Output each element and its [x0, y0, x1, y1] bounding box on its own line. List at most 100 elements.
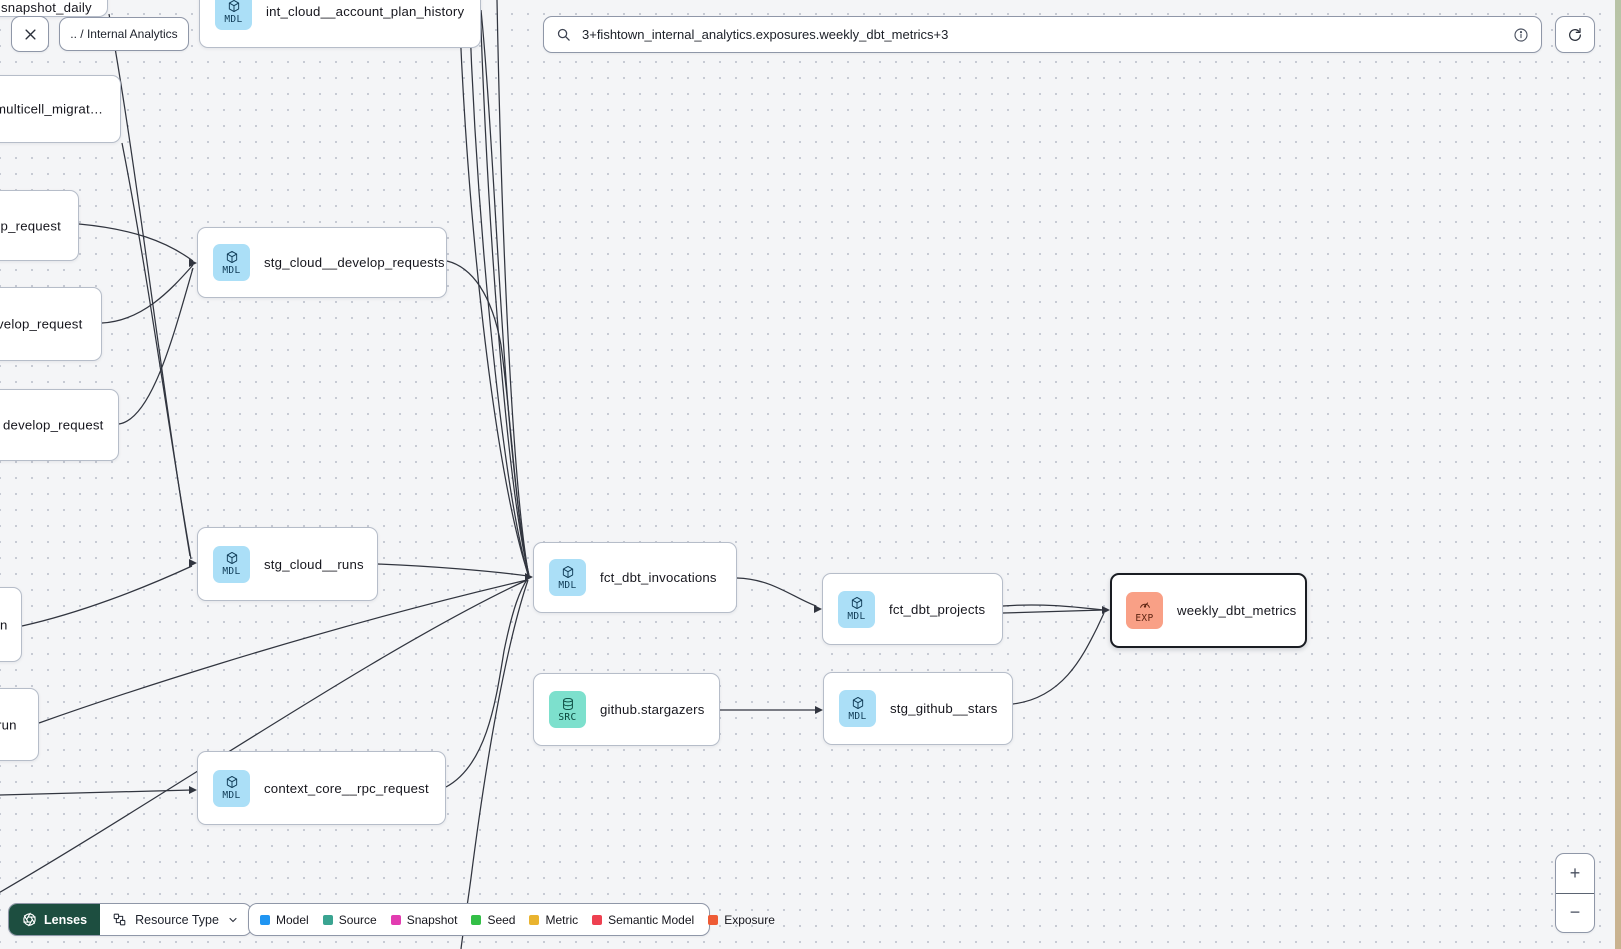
badge-label: SRC [558, 711, 577, 723]
lenses-toolbar: Lenses Resource Type [8, 903, 252, 936]
node-github.stargazers[interactable]: SRC github.stargazers [533, 673, 720, 746]
node-label: int_cloud__account_plan_history [266, 4, 465, 19]
model-badge: MDL [213, 545, 250, 583]
legend-item-seed: Seed [471, 913, 515, 927]
edge [0, 579, 528, 893]
legend-swatch [708, 914, 719, 925]
search-icon [556, 27, 571, 42]
node-op_request[interactable]: op_request [0, 190, 79, 261]
legend-item-exposure: Exposure [708, 913, 775, 927]
cube-icon [561, 565, 575, 579]
edge [377, 563, 529, 577]
node-label: weekly_dbt_metrics [1177, 603, 1297, 618]
chevron-down-icon [227, 914, 239, 926]
model-badge: MDL [213, 769, 250, 807]
cube-icon [227, 0, 241, 13]
node-label: n [0, 617, 8, 632]
node-snapshot_daily[interactable]: snapshot_daily [0, 0, 108, 17]
breadcrumb-label: .. / Internal Analytics [70, 27, 178, 41]
node-label: develop_request [3, 417, 104, 433]
node-n_node[interactable]: n [0, 587, 22, 662]
lenses-button[interactable]: Lenses [9, 904, 101, 935]
node-label: op_request [0, 218, 61, 233]
legend-item-model: Model [260, 913, 309, 927]
refresh-button[interactable] [1555, 16, 1595, 53]
badge-label: MDL [224, 13, 243, 25]
node-fct_dbt_projects[interactable]: MDL fct_dbt_projects [822, 573, 1003, 645]
zoom-in-button[interactable]: + [1569, 862, 1581, 883]
node-run_node[interactable]: run [0, 688, 39, 761]
node-velop_request[interactable]: velop_request [0, 287, 102, 361]
model-badge: MDL [838, 590, 875, 628]
node-label: snapshot_daily [1, 0, 92, 15]
badge-label: MDL [848, 710, 867, 722]
legend-label: Seed [487, 912, 516, 927]
model-badge: MDL [839, 690, 876, 727]
model-badge: MDL [215, 0, 252, 30]
cube-icon [225, 551, 239, 565]
legend-item-source: Source [322, 912, 377, 927]
node-label: multicell_migrat… [0, 101, 104, 117]
edge [446, 260, 530, 576]
close-button[interactable] [11, 16, 49, 52]
node-label: context_core__rpc_request [264, 780, 429, 796]
cube-icon [225, 250, 239, 264]
edge [38, 579, 528, 724]
node-label: github.stargazers [600, 702, 705, 717]
close-icon [23, 27, 38, 42]
node-weekly_dbt_metrics[interactable]: EXP weekly_dbt_metrics [1110, 573, 1307, 648]
legend-swatch [529, 914, 540, 925]
edge [101, 264, 194, 324]
badge-label: MDL [222, 790, 241, 801]
legend-label: Metric [545, 912, 579, 927]
database-icon [561, 697, 575, 711]
zoom-divider [1556, 892, 1594, 894]
edge [21, 565, 193, 627]
legend-swatch [390, 914, 401, 925]
legend-swatch [471, 914, 482, 925]
edge [108, 13, 191, 557]
edge-arrowhead [1102, 606, 1110, 614]
legend-swatch [260, 914, 270, 925]
resource-type-icon [112, 912, 127, 927]
edge [480, 9, 530, 577]
breadcrumb[interactable]: .. / Internal Analytics [59, 17, 189, 51]
edge [121, 142, 192, 560]
node-label: fct_dbt_projects [889, 601, 986, 617]
node-develop_request[interactable]: develop_request [0, 389, 119, 461]
cube-icon [850, 596, 864, 610]
exposure-badge: EXP [1126, 592, 1163, 629]
edge [1002, 609, 1105, 614]
edge-arrowhead [814, 605, 822, 613]
node-int_cloud__account_plan_history[interactable]: MDL int_cloud__account_plan_history [199, 0, 481, 48]
info-icon[interactable] [1513, 27, 1529, 43]
badge-label: MDL [558, 579, 577, 591]
zoom-controls: + − [1555, 853, 1595, 933]
edge-arrowhead [525, 573, 533, 581]
legend-label: Model [276, 912, 309, 927]
resource-type-dropdown[interactable]: Resource Type [100, 904, 251, 935]
lenses-aperture-icon [22, 912, 37, 927]
edge-arrowhead [815, 706, 823, 714]
zoom-out-button[interactable]: − [1569, 902, 1581, 923]
refresh-icon [1567, 27, 1583, 43]
badge-label: EXP [1135, 612, 1154, 624]
gauge-icon [1138, 598, 1152, 612]
badge-label: MDL [222, 264, 241, 276]
legend-label: Exposure [724, 912, 775, 927]
edge [496, 0, 530, 578]
resource-type-label: Resource Type [135, 912, 219, 927]
node-multicell_migrat[interactable]: multicell_migrat… [0, 75, 121, 143]
cube-icon [225, 775, 239, 789]
node-label: fct_dbt_invocations [600, 570, 717, 585]
node-context_core__rpc_request[interactable]: MDL context_core__rpc_request [197, 751, 446, 825]
node-fct_dbt_invocations[interactable]: MDL fct_dbt_invocations [533, 542, 737, 613]
legend-label: Source [338, 912, 377, 927]
search-input[interactable] [580, 26, 1504, 43]
edge [1002, 604, 1105, 611]
edge [1012, 612, 1105, 705]
